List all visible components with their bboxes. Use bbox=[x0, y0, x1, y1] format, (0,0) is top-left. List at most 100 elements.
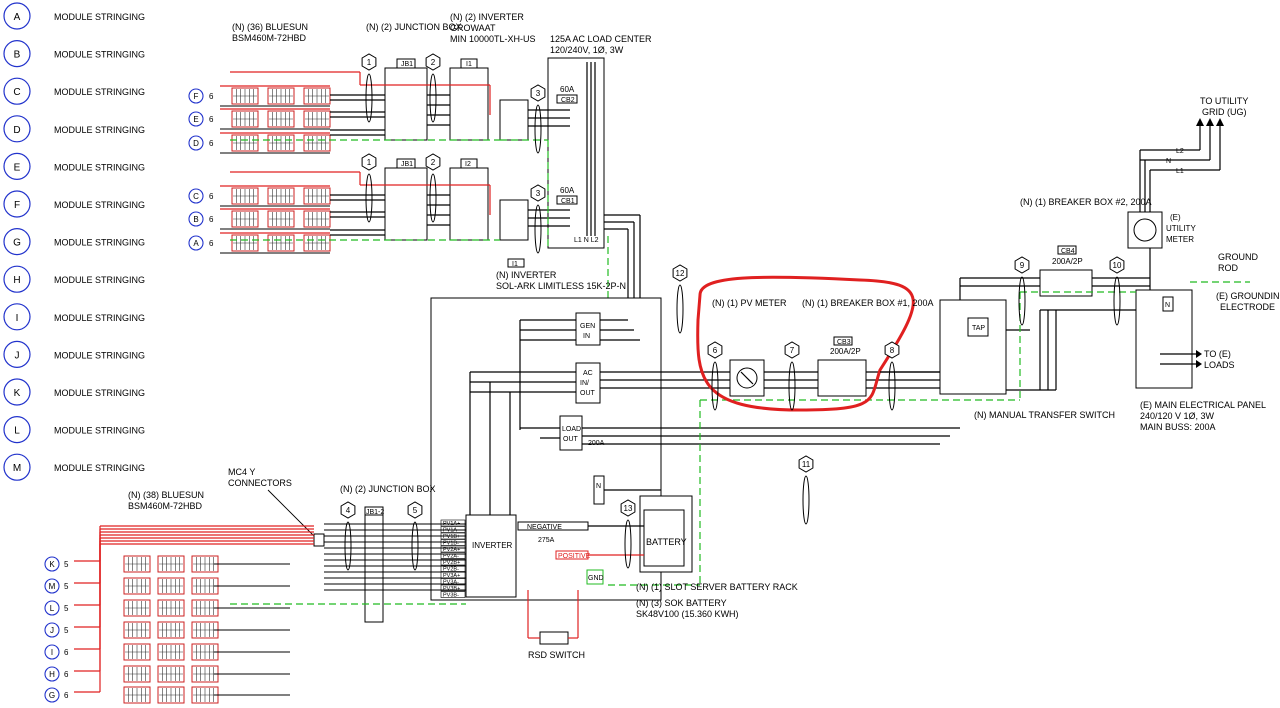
wire-tag bbox=[340, 501, 356, 519]
mc4-connector bbox=[313, 533, 325, 547]
array-top-model: BSM460M-72HBD bbox=[232, 33, 307, 43]
string-top-count: 6 bbox=[209, 239, 214, 248]
pv-terminal bbox=[440, 539, 466, 546]
inverter-top-label-1: (N) (2) INVERTER bbox=[450, 12, 524, 22]
string-top-count: 6 bbox=[209, 92, 214, 101]
junction-box-bottom-tag bbox=[364, 506, 384, 516]
string-bottom-letter: K bbox=[49, 560, 55, 569]
gen-in-label-1: GEN bbox=[580, 323, 595, 330]
wire-tag-number: 3 bbox=[536, 189, 541, 198]
array-bottom-title: (N) (38) BLUESUN bbox=[128, 490, 204, 500]
wire-tag bbox=[672, 264, 688, 282]
ground-rod-label-1: GROUND bbox=[1218, 252, 1258, 262]
legend-label: MODULE STRINGING bbox=[54, 87, 145, 97]
conduit bbox=[802, 475, 810, 525]
pv-terminal bbox=[440, 519, 466, 527]
inverter-mid-tag bbox=[507, 258, 525, 268]
cb4-rating: 200A/2P bbox=[1052, 257, 1083, 266]
load-center-terminals: L1 N L2 bbox=[574, 237, 599, 244]
legend-letter: F bbox=[14, 200, 20, 211]
main-panel-neutral bbox=[1162, 296, 1174, 312]
legend-circle-k bbox=[3, 378, 31, 406]
junction-box-bottom-tag-text: JB1-2 bbox=[366, 509, 384, 516]
wire-tag-number: 3 bbox=[536, 89, 541, 98]
inverter-tag-2 bbox=[460, 158, 478, 169]
string-bottom-count: 5 bbox=[64, 560, 69, 569]
load-out-label-1: LOAD bbox=[562, 426, 581, 433]
string-top-circle-a bbox=[188, 235, 204, 251]
conduit bbox=[365, 173, 373, 223]
legend-label: MODULE STRINGING bbox=[54, 313, 145, 323]
neutral-bar-label: N bbox=[596, 483, 601, 490]
wire-tag-number: 5 bbox=[413, 506, 418, 515]
neutral-bar bbox=[593, 475, 605, 505]
string-top-circle-b bbox=[188, 211, 204, 227]
wire-tag bbox=[707, 341, 723, 359]
gen-in-port bbox=[575, 312, 601, 346]
legend-label: MODULE STRINGING bbox=[54, 275, 145, 285]
inverter-mid-tag-text: I1 bbox=[512, 261, 518, 268]
ac-in-out-port bbox=[575, 362, 601, 404]
mid-wiring bbox=[469, 319, 1020, 586]
string-bottom-letter: I bbox=[51, 648, 53, 657]
utility-l2: L2 bbox=[1176, 148, 1184, 155]
legend-label: MODULE STRINGING bbox=[54, 388, 145, 398]
string-top-letter: D bbox=[193, 139, 199, 148]
wire-tag bbox=[530, 184, 546, 202]
string-bottom-count: 6 bbox=[64, 670, 69, 679]
ac-in-out-label-1: AC bbox=[583, 370, 593, 377]
wire-tag-number: 2 bbox=[431, 158, 436, 167]
gnd-terminal bbox=[586, 569, 604, 585]
utility-meter-label-1: (E) bbox=[1170, 213, 1181, 222]
load-out-port bbox=[559, 415, 583, 451]
cb4-tag bbox=[1057, 245, 1077, 255]
load-center-label-2: 120/240V, 1Ø, 3W bbox=[550, 45, 624, 55]
string-top-letter: B bbox=[193, 215, 198, 224]
junction-box-tag-2-text: JB1 bbox=[401, 161, 413, 168]
junction-box-top-1 bbox=[384, 67, 428, 141]
legend-letter: I bbox=[16, 313, 19, 324]
cb3-rating: 200A/2P bbox=[830, 347, 861, 356]
inverter-top-1-ac bbox=[499, 99, 529, 141]
conduit bbox=[534, 204, 542, 254]
cb3-label: CB3 bbox=[837, 339, 851, 346]
rsd-label: RSD SWITCH bbox=[528, 650, 585, 660]
legend-label: MODULE STRINGING bbox=[54, 238, 145, 248]
conduit bbox=[411, 521, 419, 571]
pv-terminal-label: PV2B+ bbox=[443, 560, 460, 566]
junction-box-tag-2 bbox=[396, 158, 416, 169]
inverter-tag-1 bbox=[460, 58, 478, 69]
conduit bbox=[1018, 276, 1026, 326]
string-top-circle-d bbox=[188, 135, 204, 151]
tap-box bbox=[967, 317, 989, 337]
cb3-tag bbox=[833, 336, 853, 346]
rsd-switch[interactable] bbox=[539, 631, 569, 645]
junction-box-tag-1-text: JB1 bbox=[401, 61, 413, 68]
breaker-box1-label: (N) (1) BREAKER BOX #1, 200A bbox=[802, 298, 934, 308]
string-bottom-count: 5 bbox=[64, 604, 69, 613]
legend-circle-b bbox=[3, 39, 31, 68]
legend-letter: L bbox=[14, 426, 20, 437]
grounding-label-2: ELECTRODE bbox=[1220, 302, 1275, 312]
legend-circle-g bbox=[3, 228, 31, 256]
breaker-cb1-tag bbox=[556, 195, 578, 205]
string-top-count: 6 bbox=[209, 139, 214, 148]
array-bottom-model: BSM460M-72HBD bbox=[128, 501, 203, 511]
wire-tag-number: 8 bbox=[890, 346, 895, 355]
wire-tag-number: 7 bbox=[790, 346, 795, 355]
legend-letter: E bbox=[14, 162, 21, 173]
wire-tag bbox=[361, 53, 377, 71]
pv-terminal bbox=[440, 584, 466, 592]
string-bottom-letter: G bbox=[49, 691, 55, 700]
wire-tag-number: 6 bbox=[713, 346, 718, 355]
string-top-circle-e bbox=[188, 111, 204, 127]
wire-tag-number: 11 bbox=[802, 460, 811, 469]
conduit bbox=[344, 521, 352, 571]
string-top-letter: C bbox=[193, 192, 199, 201]
conduit bbox=[711, 361, 719, 411]
legend-circle-h bbox=[3, 265, 31, 293]
string-bottom-count: 5 bbox=[64, 582, 69, 591]
wire-tag bbox=[1014, 256, 1030, 274]
array-top-title: (N) (36) BLUESUN bbox=[232, 22, 308, 32]
positive-label: POSITIVE bbox=[558, 553, 591, 560]
